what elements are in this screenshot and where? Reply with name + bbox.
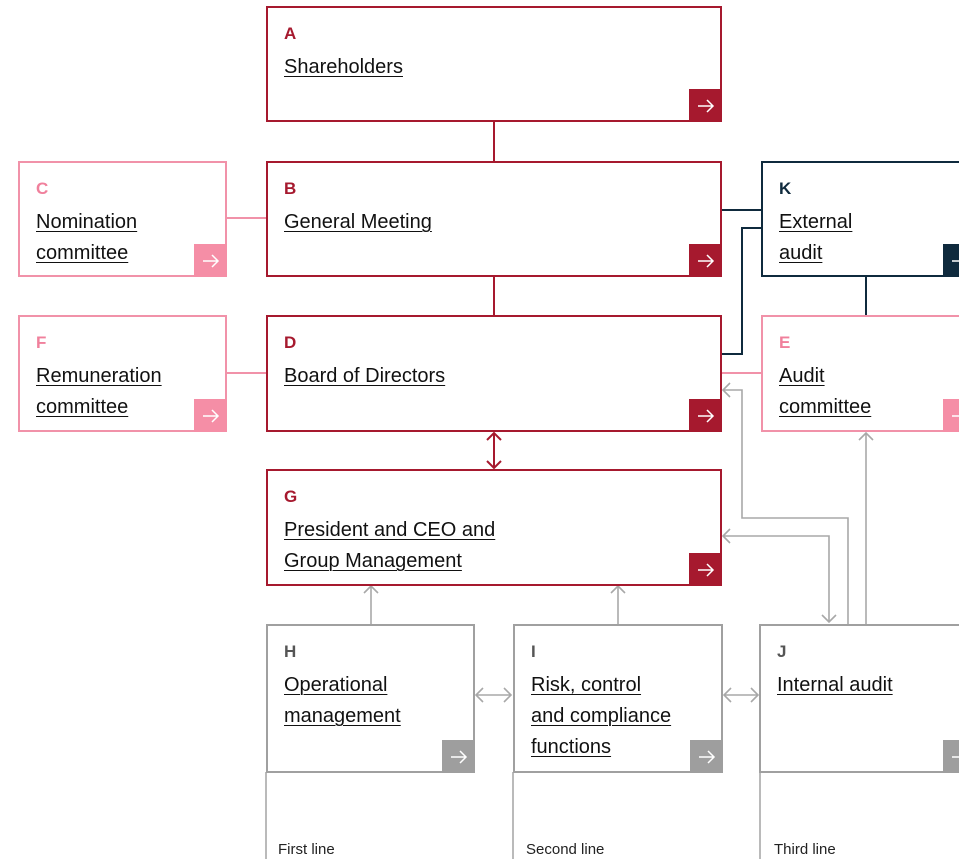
box-shareholders[interactable]: A Shareholders [266,6,722,122]
box-title-link[interactable]: Internal audit [777,674,893,696]
arrow-right-icon[interactable] [194,244,227,277]
arrow-right-icon[interactable] [943,244,959,277]
box-title-link[interactable]: External audit [779,211,853,264]
box-letter: F [36,333,47,352]
box-letter: E [779,333,791,352]
arrow-right-icon[interactable] [689,244,722,277]
arrow-right-icon[interactable] [194,399,227,432]
box-letter: H [284,642,297,661]
box-letter: I [531,642,536,661]
arrow-right-icon[interactable] [689,89,722,122]
box-letter: G [284,487,298,506]
box-letter: C [36,179,49,198]
third-line-label: Third line [774,841,836,858]
arrow-right-icon[interactable] [943,740,959,773]
box-audit-committee[interactable]: E Audit committee [761,315,959,432]
box-title-link[interactable]: President and CEO and Group Management [284,519,496,572]
arrow-right-icon[interactable] [689,553,722,586]
box-letter: A [284,24,297,43]
box-remuneration-committee[interactable]: F Remuneration committee [18,315,227,432]
box-letter: D [284,333,297,352]
arrow-right-icon[interactable] [689,399,722,432]
arrow-right-icon[interactable] [690,740,723,773]
box-president-ceo-group-management[interactable]: G President and CEO and Group Management [266,469,722,586]
arrow-right-icon[interactable] [943,399,959,432]
box-general-meeting[interactable]: B General Meeting [266,161,722,277]
box-title-link[interactable]: Risk, control and compliance functions [531,674,672,758]
box-title-link[interactable]: Remuneration committee [36,365,162,418]
box-risk-control-compliance[interactable]: I Risk, control and compliance functions [513,624,723,773]
box-title-link[interactable]: General Meeting [284,211,432,233]
box-title-link[interactable]: Shareholders [284,56,403,78]
box-board-of-directors[interactable]: D Board of Directors [266,315,722,432]
second-line-label: Second line [526,841,605,858]
box-internal-audit[interactable]: J Internal audit [759,624,959,773]
box-title-link[interactable]: Operational management [284,674,401,727]
box-letter: K [779,179,792,198]
box-title-link[interactable]: Audit committee [779,365,872,418]
box-title-link[interactable]: Nomination committee [36,211,138,264]
first-line-label: First line [278,841,335,858]
box-letter: J [777,642,787,661]
box-operational-management[interactable]: H Operational management [266,624,475,773]
arrow-right-icon[interactable] [442,740,475,773]
box-nomination-committee[interactable]: C Nomination committee [18,161,227,277]
box-letter: B [284,179,297,198]
box-external-audit[interactable]: K External audit [761,161,959,277]
box-title-link[interactable]: Board of Directors [284,365,446,387]
